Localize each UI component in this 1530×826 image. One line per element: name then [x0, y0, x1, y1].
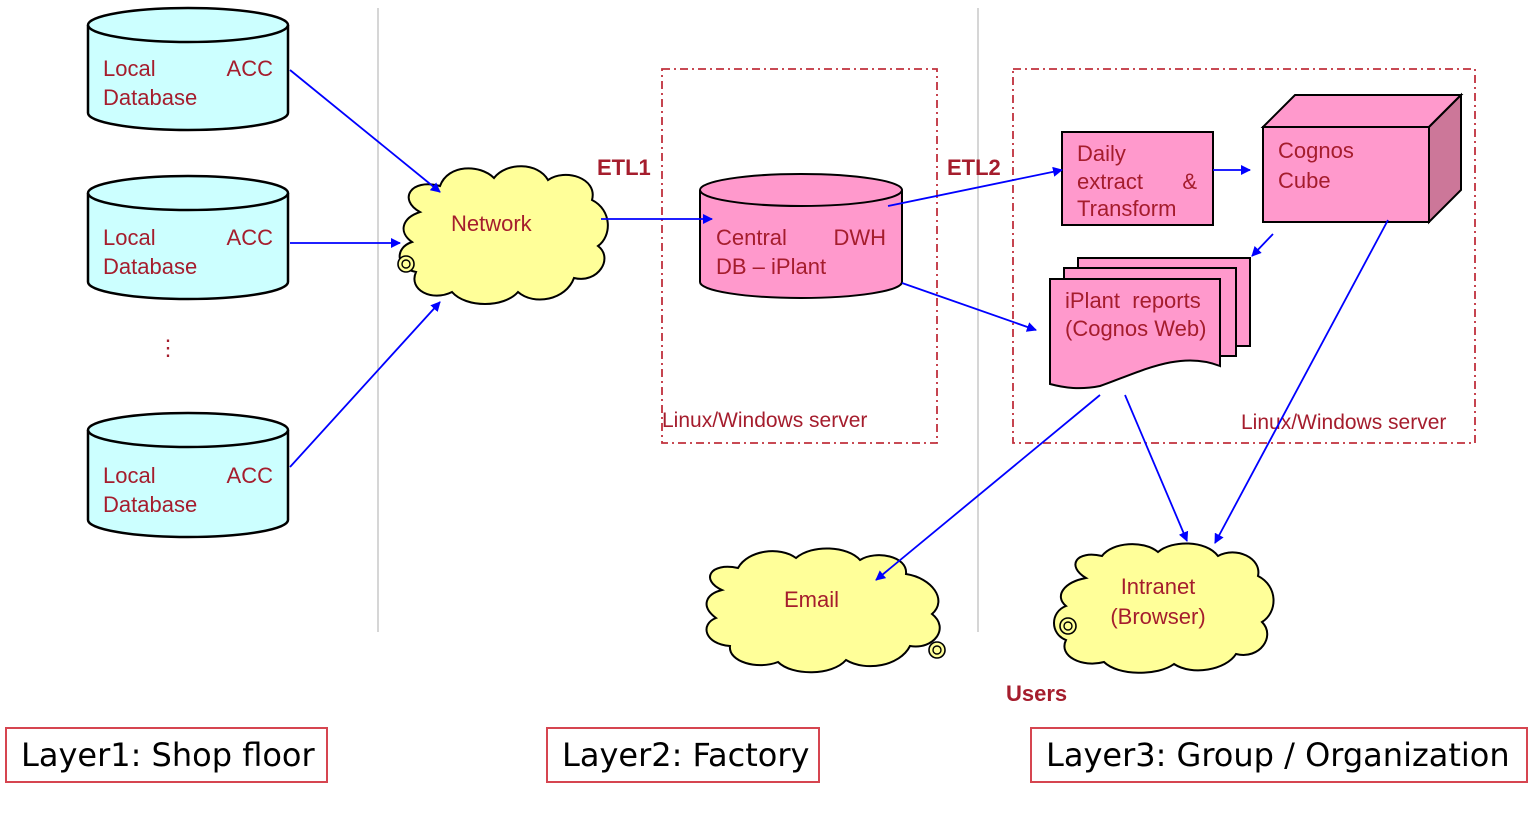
layer3-box: Layer3: Group / Organization — [1030, 727, 1528, 783]
email-label: Email — [784, 587, 839, 612]
arrow-reports-to-intranet — [1124, 394, 1189, 542]
layer2-label: Layer2: Factory — [562, 736, 810, 774]
local-database-3: Local ACC Database — [86, 411, 290, 539]
arrow-cube-to-intranet — [1214, 219, 1389, 544]
db3-label-local: Local — [103, 463, 156, 488]
daily-label-ampersand: & — [1182, 169, 1197, 194]
daily-label-line1: Daily — [1077, 141, 1126, 166]
cube-label-line1: Cognos — [1278, 138, 1354, 163]
layer2-box: Layer2: Factory — [546, 727, 820, 783]
etl2-label: ETL2 — [947, 155, 1001, 180]
intranet-label-line1: Intranet — [1121, 574, 1196, 599]
arrow-db1-to-network — [289, 69, 441, 193]
iplant-reports-documents: iPlant reports (Cognos Web) — [1049, 257, 1251, 390]
reports-label-line1: iPlant reports — [1065, 288, 1201, 313]
daily-label-transform: Transform — [1077, 196, 1176, 221]
users-label: Users — [1006, 681, 1067, 706]
arrow-central-to-reports — [901, 282, 1037, 332]
layer1-box: Layer1: Shop floor — [5, 727, 328, 783]
reports-label-line2: (Cognos Web) — [1065, 316, 1206, 341]
server-label-group: Linux/Windows server — [1241, 411, 1446, 434]
intranet-label-line2: (Browser) — [1110, 604, 1205, 629]
databases-ellipsis: ⋮ — [157, 335, 179, 360]
layer1-label: Layer1: Shop floor — [21, 736, 315, 774]
server-label-factory: Linux/Windows server — [662, 409, 867, 432]
local-database-2: Local ACC Database — [86, 174, 290, 301]
connector-arrows — [289, 69, 1389, 581]
central-db-label-dwh: DWH — [833, 225, 886, 250]
arrow-reports-to-email — [875, 394, 1101, 581]
db3-label-database: Database — [103, 492, 197, 517]
daily-label-extract: extract — [1077, 169, 1143, 194]
layer3-label: Layer3: Group / Organization — [1046, 736, 1510, 774]
network-label: Network — [451, 211, 533, 236]
cognos-cube: Cognos Cube — [1260, 92, 1464, 225]
email-cloud: Email — [705, 547, 946, 674]
local-database-1: Local ACC Database — [86, 6, 290, 132]
etl1-label: ETL1 — [597, 155, 651, 180]
db2-label-database: Database — [103, 254, 197, 279]
arrow-central-to-daily — [887, 166, 1063, 207]
arrow-db3-to-network — [289, 301, 441, 468]
cube-label-line2: Cube — [1278, 168, 1331, 193]
db3-label-acc: ACC — [227, 463, 274, 488]
server-box-group — [1012, 68, 1476, 444]
arrow-cube-to-reports — [1251, 233, 1274, 257]
db1-label-acc: ACC — [227, 56, 274, 81]
daily-extract-transform-box: Daily extract & Transform — [1061, 131, 1214, 226]
db1-label-local: Local — [103, 56, 156, 81]
network-cloud: Network — [397, 165, 609, 305]
central-dwh-database: Central DWH DB – iPlant — [699, 173, 903, 299]
db2-label-acc: ACC — [227, 225, 274, 250]
db1-label-database: Database — [103, 85, 197, 110]
server-box-factory — [661, 68, 938, 444]
central-db-label-iplant: DB – iPlant — [716, 254, 826, 279]
intranet-cloud: Intranet (Browser) — [1053, 542, 1275, 674]
db2-label-local: Local — [103, 225, 156, 250]
central-db-label-central: Central — [716, 225, 787, 250]
